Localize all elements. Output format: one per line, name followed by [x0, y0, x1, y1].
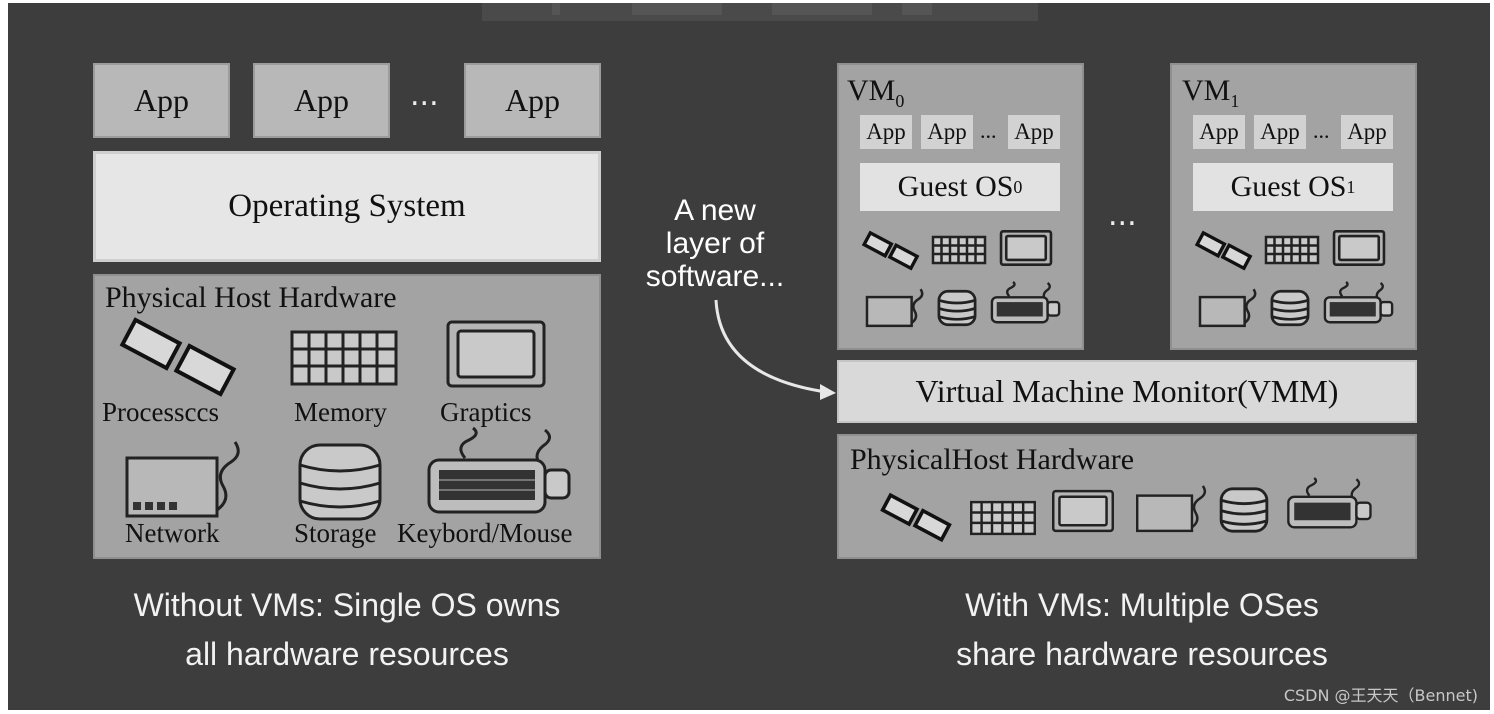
hw-network-icon [1136, 485, 1207, 533]
processor-icon [119, 317, 237, 397]
keyboard-mouse-label: Keybord/Mouse [397, 518, 573, 548]
hw-processor-icon [880, 492, 952, 543]
vm1-processor-icon [1194, 230, 1253, 271]
vm0-keyboard-mouse-icon [990, 280, 1061, 324]
graphics-label: Graptics [440, 397, 532, 427]
left-apps-ellipsis: ... [410, 78, 439, 113]
app-label: App [133, 82, 190, 118]
hw-storage-icon [1219, 487, 1269, 533]
hw-memory-icon [970, 500, 1036, 536]
memory-icon [290, 330, 398, 386]
vm1-apps-ellipsis: ... [1313, 118, 1330, 143]
vm0-processor-icon [861, 230, 920, 271]
right-caption-line-1: With VMs: Multiple OSes [965, 587, 1319, 623]
left-caption: Without VMs: Single OS owns all hardware… [93, 581, 601, 679]
vm1-graphics-icon [1332, 230, 1386, 266]
app-label: App [504, 82, 561, 118]
hw-keyboard-mouse-icon [1287, 477, 1372, 529]
vm0-network-icon [865, 288, 924, 328]
vm1-storage-icon [1270, 289, 1310, 327]
right-caption: With VMs: Multiple OSes share hardware r… [837, 581, 1447, 679]
arrow-to-vmm [714, 299, 836, 400]
vm0-apps-ellipsis: ... [980, 118, 997, 143]
annotation-line-2: layer of [665, 227, 765, 260]
operating-system-box: Operating System [93, 151, 601, 262]
vm1-title: VM1 [1182, 74, 1240, 111]
vmm-label: Virtual Machine Monitor(VMM) [915, 373, 1339, 409]
os-label: Operating System [228, 188, 466, 224]
vmm-box: Virtual Machine Monitor(VMM) [837, 360, 1417, 423]
network-label: Network [125, 518, 220, 548]
keyboard-mouse-icon [427, 426, 571, 514]
vm0-memory-icon [931, 235, 987, 265]
left-caption-line-1: Without VMs: Single OS owns [133, 587, 561, 623]
processors-label: Processccs [102, 397, 219, 427]
vm0-storage-icon [937, 289, 977, 327]
storage-icon [298, 443, 382, 521]
hw-graphics-icon [1052, 489, 1114, 533]
left-app-1: App [93, 63, 230, 138]
vm0-graphics-icon [999, 230, 1053, 266]
hardware-title: Physical Host Hardware [105, 281, 397, 314]
vm0-app-3: App [1008, 115, 1060, 149]
vm1-network-icon [1198, 288, 1257, 328]
vm1-app-1: App [1193, 115, 1245, 149]
vm0-app-2: App [921, 115, 973, 149]
left-caption-line-2: all hardware resources [185, 636, 509, 672]
annotation-line-3: software... [645, 260, 785, 293]
left-app-2: App [253, 63, 390, 138]
vm0-app-1: App [860, 115, 912, 149]
network-icon [125, 441, 240, 518]
graphics-icon [446, 320, 546, 388]
vm1-app-2: App [1254, 115, 1306, 149]
storage-label: Storage [294, 518, 377, 548]
vm1-memory-icon [1264, 235, 1320, 265]
app-label: App [293, 82, 350, 118]
left-app-3: App [464, 63, 601, 138]
memory-label: Memory [294, 397, 387, 427]
vm1-app-3: App [1341, 115, 1393, 149]
annotation-line-1: A new [674, 194, 756, 227]
cropped-top-strip [482, 3, 1038, 21]
new-layer-annotation: A new layer of software... [620, 194, 810, 293]
vm1-keyboard-mouse-icon [1323, 280, 1394, 324]
vm0-title: VM0 [847, 74, 905, 111]
right-hardware-title: PhysicalHost Hardware [850, 443, 1135, 476]
watermark: CSDN @王天天（Bennet) [1283, 686, 1478, 705]
right-caption-line-2: share hardware resources [956, 636, 1328, 672]
vms-between-ellipsis: ... [1108, 198, 1137, 233]
